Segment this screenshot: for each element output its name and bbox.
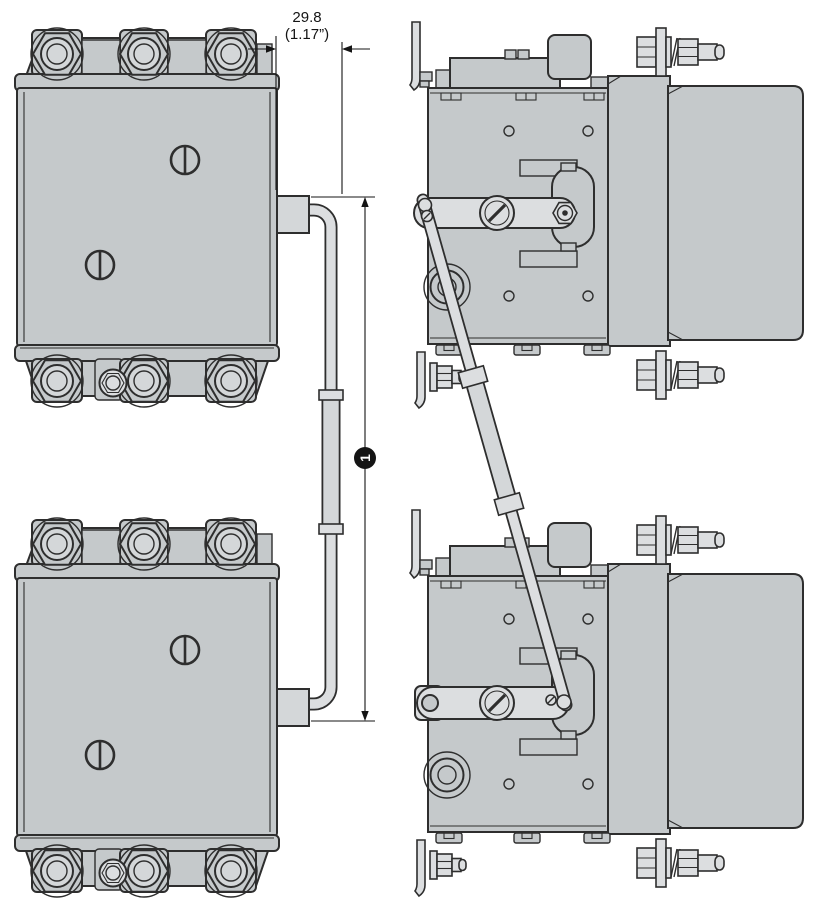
rod-length-dimension: 1 [311, 196, 376, 722]
dim-arrowhead [361, 197, 369, 207]
rod-end-cap-lower [556, 694, 572, 710]
callout-1-label: 1 [357, 454, 373, 462]
interlock-lever-lower [414, 685, 570, 721]
lever-end-hole [421, 694, 439, 712]
rod-end-cap-upper [417, 197, 433, 213]
interlock-lever-upper [413, 195, 578, 231]
dim-arrowhead [266, 45, 276, 53]
dim-width-value-in: (1.17”) [285, 26, 329, 43]
dim-arrowhead [342, 45, 352, 53]
rod-coupling [318, 523, 344, 535]
dim-width-value-mm: 29.8 [292, 9, 321, 26]
diagonal-interlock-rod [416, 193, 573, 712]
breaker-front-lower [15, 518, 279, 897]
vertical-interlock-rod [276, 195, 344, 727]
dim-arrowhead [361, 711, 369, 721]
rod-coupling [493, 491, 525, 517]
breaker-front-upper [15, 28, 279, 407]
callout-1-badge [354, 447, 376, 469]
width-dimension: 29.8 (1.17”) [248, 9, 370, 194]
rod-coupling [318, 389, 344, 401]
rod-anchor-block-upper [276, 195, 310, 234]
rod-coupling [457, 364, 489, 390]
rod-anchor-block-lower [276, 688, 310, 727]
